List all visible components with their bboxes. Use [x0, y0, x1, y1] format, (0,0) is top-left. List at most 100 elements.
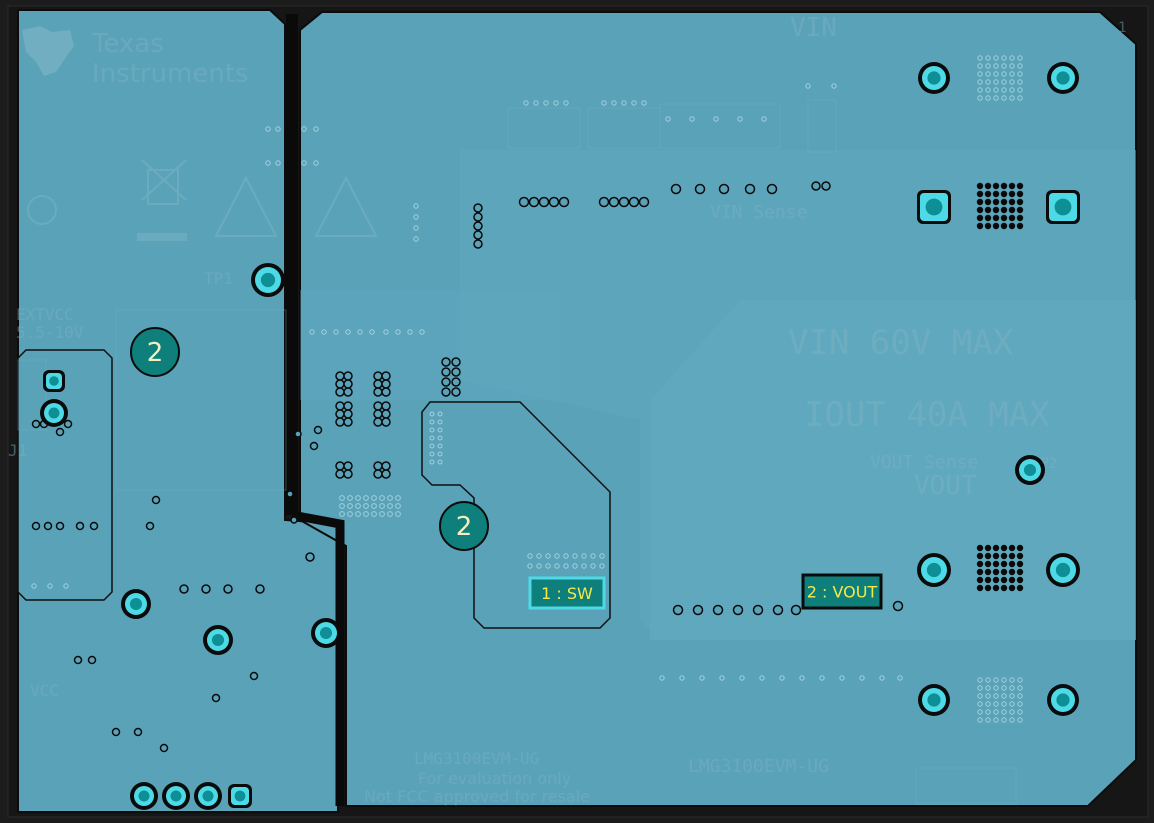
via-grid-vout [976, 552, 984, 560]
via [223, 584, 233, 594]
left-sub-island [17, 349, 113, 601]
via-grid-vout [1000, 584, 1008, 592]
via [335, 371, 345, 381]
via-grid-vin [1000, 222, 1008, 230]
ghost-via [759, 675, 765, 681]
silk-vin-sense: VIN Sense [710, 202, 808, 223]
ghost-via [1017, 685, 1023, 691]
via [73, 655, 83, 665]
ghost-via [437, 419, 443, 425]
ghost-via [379, 511, 385, 517]
via [718, 183, 730, 195]
terminal-pad-hole [1056, 693, 1070, 707]
connector-pin-hole [48, 407, 60, 419]
via [201, 584, 211, 594]
ghost-via [737, 116, 743, 122]
logo-line2: Instruments [92, 59, 249, 89]
via [55, 521, 65, 531]
ghost-via [429, 459, 435, 465]
via [628, 196, 640, 208]
via-grid-vout [1000, 568, 1008, 576]
ghost-via [601, 100, 607, 106]
ghost-via [977, 717, 983, 723]
via [692, 604, 704, 616]
via [638, 196, 650, 208]
via [518, 196, 530, 208]
ghost-via [761, 116, 767, 122]
ghost-via [321, 329, 327, 335]
ghost-via [379, 503, 385, 509]
via-grid-vout [1000, 544, 1008, 552]
ghost-via [985, 79, 991, 85]
via-grid-vin [1008, 198, 1016, 206]
ghost-via [1009, 87, 1015, 93]
ghost-via [713, 116, 719, 122]
via [451, 367, 461, 377]
terminal-pad-hole [926, 562, 942, 578]
ghost-via [536, 553, 542, 559]
header-pin-hole [138, 790, 150, 802]
ghost-via [859, 675, 865, 681]
connector-pin-square-hole [49, 376, 59, 386]
ghost-via [536, 563, 542, 569]
ghost-via [977, 71, 983, 77]
ghost-via [985, 63, 991, 69]
via [151, 495, 161, 505]
via-grid-vin [984, 214, 992, 222]
ghost-via [554, 563, 560, 569]
via [343, 387, 353, 397]
via-grid-vin [1000, 206, 1008, 214]
ghost-via [1017, 79, 1023, 85]
ghost-via [993, 677, 999, 683]
via [373, 461, 383, 471]
ghost-via [599, 563, 605, 569]
net-marker-left [130, 327, 180, 377]
via [309, 441, 319, 451]
ghost-via [1009, 95, 1015, 101]
ghost-via [572, 553, 578, 559]
test-point-tp1-hole [260, 272, 276, 288]
ti-logo [22, 26, 74, 76]
ghost-via [581, 553, 587, 559]
via [473, 221, 483, 231]
ghost-via [313, 126, 319, 132]
ghost-via [1017, 95, 1023, 101]
ghost-via [357, 329, 363, 335]
ghost-via [739, 675, 745, 681]
via-grid-vout [992, 576, 1000, 584]
ghost-via [699, 675, 705, 681]
via-grid-vin [984, 222, 992, 230]
net-label-vout: 2 : VOUT [807, 583, 878, 602]
ghost-via [395, 503, 401, 509]
ghost-via [993, 717, 999, 723]
via-grid-vout [976, 560, 984, 568]
ghost-via [1001, 709, 1007, 715]
ghost-via [611, 100, 617, 106]
via-grid-vin [1000, 182, 1008, 190]
via [451, 357, 461, 367]
ghost-via [985, 55, 991, 61]
silk-vout: VOUT [914, 471, 977, 501]
ghost-via [1001, 63, 1007, 69]
silk-eval-line3: Not FCC approved for resale [364, 787, 590, 806]
ghost-via [993, 95, 999, 101]
ghost-via [543, 100, 549, 106]
ghost-via [689, 116, 695, 122]
ghost-via [371, 503, 377, 509]
ghost-via [369, 329, 375, 335]
via-grid-vin [992, 214, 1000, 222]
ghost-via [1009, 71, 1015, 77]
ghost-via [355, 503, 361, 509]
via [608, 196, 620, 208]
silk-extvcc: EXTVCC [16, 305, 74, 324]
via [335, 409, 345, 419]
silk-iout-max: IOUT 40A MAX [804, 395, 1050, 435]
ghost-via [631, 100, 637, 106]
via-grid-vin [976, 214, 984, 222]
ghost-via [985, 87, 991, 93]
silk-vout-sense: VOUT Sense [870, 452, 978, 473]
ghost-via [977, 79, 983, 85]
via [249, 671, 259, 681]
via [335, 469, 345, 479]
ghost-via [1001, 95, 1007, 101]
